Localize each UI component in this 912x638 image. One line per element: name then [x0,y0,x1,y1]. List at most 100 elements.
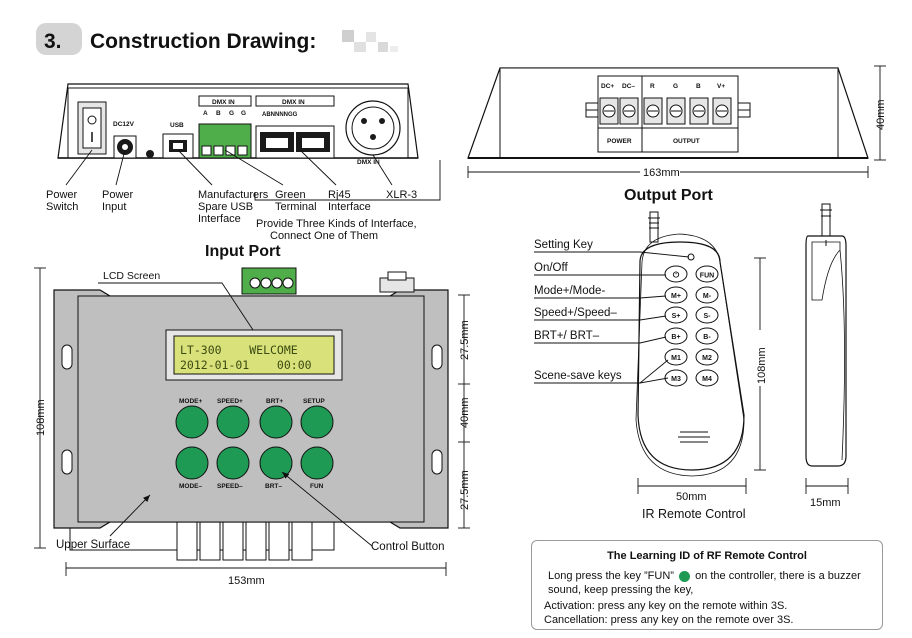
top-xlr-icon [379,271,415,293]
remote-keys: ⏻ FUN M+ M- S+ S- B+ B- M1 M2 M3 M4 [664,265,719,387]
remote-key-m3-label: M3 [671,376,681,383]
learning-id-note: The Learning ID of RF Remote Control Lon… [531,540,883,630]
dc12v-label: DC12V [113,121,135,128]
remote-brt-plus-key[interactable] [664,327,688,345]
mode-plus-button[interactable] [175,405,209,439]
remote-width-dim: 50mm [676,491,707,503]
rear-panel-callouts [65,149,441,201]
brt-label: BRT+/ BRT– [534,330,600,342]
section-number: 3. [44,30,62,53]
rear-panel: DC12V USB DMX IN A B G G DMX IN AB [57,83,419,166]
output-width-dim-bg [640,166,680,178]
green-terminal-callout: Green Terminal [275,189,317,213]
led-indicator [146,150,154,158]
remote-key-bplus-label: B+ [671,334,680,341]
remote-key-m4-label: M4 [702,376,712,383]
note-cancellation: Cancellation: press any key on the remot… [544,614,794,626]
setup-button[interactable] [300,405,334,439]
control-buttons: MODE+ SPEED+ BRT+ SETUP MODE– SPEED– BRT… [175,398,334,490]
interface-note-1: Provide Three Kinds of Interface, [256,218,417,230]
power-input-text-2: Input [102,201,126,213]
remote-speed-minus-key[interactable] [695,306,719,324]
output-group-label: OUTPUT [673,138,700,145]
power-switch-text-2: Switch [46,201,78,213]
terminal-label-r: R [650,83,655,90]
lcd-screen: LT-300 WELCOME 2012-01-01 00:00 [165,329,343,381]
brt-minus-button[interactable] [259,446,293,480]
remote-body [637,241,745,471]
remote-key-mminus-label: M- [703,293,712,300]
remote-power-key[interactable] [664,265,688,283]
remote-brt-minus-key[interactable] [695,327,719,345]
remote-key-sminus-label: S- [704,313,712,320]
speed-minus-button[interactable] [216,446,250,480]
note-line-1b: on the controller, there is a buzzer sou… [548,570,861,596]
remote-m4-key[interactable] [695,369,719,387]
xlr-connector-icon [345,100,401,156]
rj45-callout: Rj45 Interface [328,189,371,213]
mode-minus-button[interactable] [175,446,209,480]
usb-callout: Manufacturers Spare USB Interface [198,189,269,225]
output-screw-terminals [599,97,732,125]
section-heading: 3. Construction Drawing: [36,23,398,55]
note-activation: Activation: press any key on the remote … [544,600,788,612]
power-input-callout: Power Input [102,189,134,213]
output-width-dim: 163mm [643,167,680,179]
speed-label: Speed+/Speed– [534,307,617,319]
section-number-badge [36,23,82,55]
rj45-text-1: Rj45 [328,189,351,201]
remote-speed-plus-key[interactable] [664,306,688,324]
fun-button[interactable] [300,446,334,480]
remote-mode-plus-key[interactable] [664,286,688,304]
interface-note-2: Connect One of Them [270,230,378,242]
power-icon: ⏻ [673,271,680,280]
remote-height-dim: 108mm [756,347,768,384]
pin-g2: G [241,110,246,117]
power-switch-text-1: Power [46,189,78,201]
green-terminal-text-1: Green [275,189,306,201]
pin-b: B [216,110,221,117]
heading-decoration [342,30,398,52]
brt-plus-button[interactable] [259,405,293,439]
remote-fun-key[interactable] [695,265,719,283]
pin-a: A [203,110,208,117]
input-height-dim: 108mm [35,399,47,436]
btn-label-mode-plus: MODE+ [179,398,203,405]
note-line-1a: Long press the key ”FUN” [548,570,674,582]
power-jack-icon [113,135,137,159]
power-switch-icon [77,101,107,155]
remote-height-dim-bg [754,330,768,386]
terminal-label-dcplus: DC+ [601,83,614,90]
interface-note: Provide Three Kinds of Interface, Connec… [256,218,417,242]
speed-plus-button[interactable] [216,405,250,439]
remote-m2-key[interactable] [695,348,719,366]
remote-key-m1-label: M1 [671,355,681,362]
upper-surface-arrow [109,494,151,537]
usb-port-icon [162,133,194,159]
remote-key-fun-label: FUN [700,273,714,280]
input-port-title: Input Port [205,243,281,260]
btn-label-fun: FUN [310,483,324,490]
scene-save-label: Scene-save keys [534,370,622,382]
power-switch-callout: Power Switch [46,189,78,213]
dmx-in-label-1: DMX IN [212,99,235,106]
usb-text-2: Spare USB [198,201,253,213]
input-width-dim: 153mm [228,575,265,587]
terminal-label-dcminus: DC– [622,83,635,90]
note-title: The Learning ID of RF Remote Control [607,550,807,562]
btn-label-brt-plus: BRT+ [266,398,283,405]
remote-m1-key[interactable] [664,348,688,366]
remote-vent [678,431,710,443]
remote-key-bminus-label: B- [703,334,711,341]
usb-text-3: Interface [198,213,241,225]
terminal-label-vplus: V+ [717,83,725,90]
lcd-callout-line [98,282,254,331]
dim-right-1: 27.5mm [459,320,471,360]
remote-key-mplus-label: M+ [671,293,681,300]
remote-mode-minus-key[interactable] [695,286,719,304]
remote-m3-key[interactable] [664,369,688,387]
rj-pins-label: ABNNNNGG [262,112,298,118]
output-port-title: Output Port [624,187,714,204]
terminal-label-g: G [673,83,678,90]
input-port-dimensions [34,267,470,576]
